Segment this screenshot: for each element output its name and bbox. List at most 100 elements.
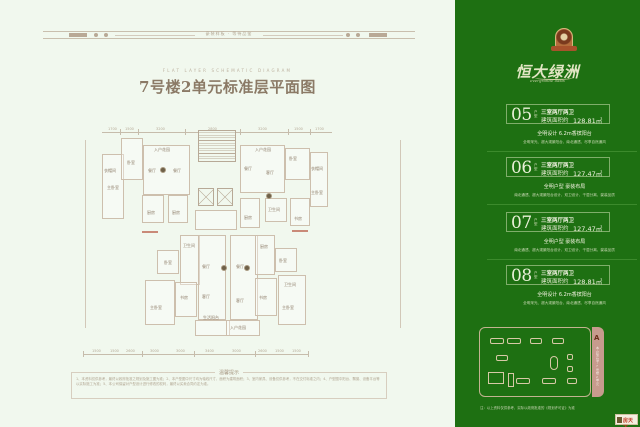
unit-description: 全明采光、超大观景阳台、南北通透、尽享自然通风 <box>523 140 606 144</box>
rule-dot <box>346 33 350 37</box>
unit-area-label: 建筑面积约 <box>541 279 569 285</box>
bottom-dimension-line <box>83 354 308 355</box>
right-dimension-line <box>400 140 401 328</box>
unit-description: 南北通透、超大观景阳台设计、双卫设计、干湿分离、豪装品质 <box>514 193 615 197</box>
site-building <box>496 355 508 361</box>
notice-box: 温馨提示 1、本资料仅供参考，最终以政府批准之规划及施工图为准；2、本户型图中尺… <box>71 369 387 399</box>
brand-ribbon-icon <box>551 46 577 51</box>
left-dimension-line <box>85 140 86 328</box>
room-label: 卧室 <box>279 258 287 263</box>
dim-tick <box>194 351 195 357</box>
dim-label: 2800 <box>208 127 217 131</box>
rule-dot <box>356 33 360 37</box>
room-kitchen-br <box>255 235 275 275</box>
dim-label: 1500 <box>294 127 303 131</box>
room-label: 入户花园 <box>230 325 246 330</box>
dim-label: 1700 <box>315 127 324 131</box>
dim-label: 1500 <box>292 349 301 353</box>
rule-thin-line <box>115 35 195 36</box>
site-building <box>507 338 521 344</box>
room-label: 入户花园 <box>154 147 170 152</box>
dim-label: 3000 <box>150 349 159 353</box>
unit-area-value: 128.81㎡ <box>573 117 603 125</box>
floor-plan-drawing: 1700 1500 3200 2800 3200 1500 1700 主卧室 衣… <box>70 110 410 342</box>
room-bath-bl <box>180 235 200 285</box>
dim-tick <box>83 351 84 357</box>
dim-label: 1500 <box>275 349 284 353</box>
room-living-br <box>230 235 258 320</box>
brand-swoosh-icon <box>535 76 573 80</box>
room-label: 主卧室 <box>311 190 323 195</box>
notice-title: 温馨提示 <box>72 369 386 376</box>
dim-label: 3200 <box>156 127 165 131</box>
site-building <box>516 378 530 384</box>
room-study-tr <box>290 198 310 226</box>
unit-type: 三室两厅两卫 <box>541 163 575 169</box>
room-label: 书房 <box>294 216 302 221</box>
site-building-highlight <box>488 372 504 384</box>
room-label: 卫生间 <box>268 207 280 212</box>
site-building <box>542 378 556 384</box>
unit-description: 全明采光、超大观景阳台、南北通透、尽享自然通风 <box>523 301 606 305</box>
unit-header-box: 07 户型 三室两厅两卫 建筑面积约 127.47㎡ <box>506 212 610 233</box>
room-bath-tl <box>168 195 188 223</box>
room-label: 书房 <box>259 295 267 300</box>
site-building <box>508 373 514 387</box>
dim-label: 2600 <box>258 349 267 353</box>
room-label: 衣帽间 <box>104 168 116 173</box>
accent-line <box>142 231 158 233</box>
dim-tick <box>138 129 139 135</box>
room-study-tl <box>121 138 143 180</box>
unit-area-value: 128.81㎡ <box>573 278 603 286</box>
dim-tick <box>185 129 186 135</box>
dim-label: 3200 <box>258 127 267 131</box>
unit-card-06: 06 户型 三室两厅两卫 建筑面积约 127.47㎡ 全明户型 豪装布局 南北通… <box>487 157 637 205</box>
watermark-text: 房天下 <box>623 418 634 427</box>
watermark-logo-icon <box>617 417 622 423</box>
room-balcony-bl <box>195 320 230 336</box>
site-plan-tab: A 本户型位于7号楼2单元 <box>592 327 604 397</box>
unit-suffix: 户型 <box>534 110 538 118</box>
rule-dot <box>104 33 108 37</box>
room-balcony-br <box>226 320 260 336</box>
room-label: 主卧室 <box>150 305 162 310</box>
site-tab-letter: A <box>594 334 600 342</box>
top-decorative-rule: 豪装样板 · 等待品鉴 <box>43 31 415 39</box>
room-label: 卧室 <box>289 156 297 161</box>
notice-title-text: 温馨提示 <box>214 370 243 376</box>
unit-divider <box>487 259 637 260</box>
room-label: 卫生间 <box>284 282 296 287</box>
room-study-br <box>255 278 277 316</box>
dim-label: 1700 <box>108 127 117 131</box>
subtitle-english: FLAT LAYER SCHEMATIC DIAGRAM <box>162 68 293 73</box>
site-plan-note: 注：以上资料仅供参考，实际以政府批准的《规划许可证》为准 <box>480 406 575 410</box>
unit-header-box: 08 户型 三室两厅两卫 建筑面积约 128.81㎡ <box>506 265 610 286</box>
top-rule-label: 豪装样板 · 等待品鉴 <box>205 31 253 36</box>
unit-area-value: 127.47㎡ <box>573 170 603 178</box>
unit-type: 三室两厅两卫 <box>541 218 575 224</box>
site-plan-map <box>479 327 591 397</box>
room-label: 书房 <box>180 295 188 300</box>
unit-type: 三室两厅两卫 <box>541 110 575 116</box>
room-study-bl <box>175 282 197 317</box>
room-label: 餐厅 <box>202 264 210 269</box>
dim-label: 1500 <box>125 127 134 131</box>
room-label: 餐厅 <box>236 264 244 269</box>
room-living-tr <box>240 145 285 193</box>
unit-divider <box>487 204 637 205</box>
dim-tick <box>240 129 241 135</box>
unit-card-08: 08 户型 三室两厅两卫 建筑面积约 128.81㎡ 全明设计 6.2m香槟阳台… <box>495 265 620 306</box>
rule-bar-left <box>69 33 87 37</box>
room-label: 主卧室 <box>282 305 294 310</box>
room-bedroom-tl <box>102 154 124 219</box>
unit-marker <box>160 167 166 173</box>
unit-marker <box>266 193 272 199</box>
notice-body: 1、本资料仅供参考，最终以政府批准之规划及施工图为准；2、本户型图中尺寸均为轴线… <box>76 377 380 386</box>
room-master-bl <box>145 280 175 325</box>
unit-area-label: 建筑面积约 <box>541 171 569 177</box>
unit-area-value: 127.47㎡ <box>573 225 603 233</box>
unit-marker <box>244 265 250 271</box>
accent-line <box>292 230 308 232</box>
site-clubhouse <box>550 356 558 370</box>
lobby <box>195 210 237 230</box>
